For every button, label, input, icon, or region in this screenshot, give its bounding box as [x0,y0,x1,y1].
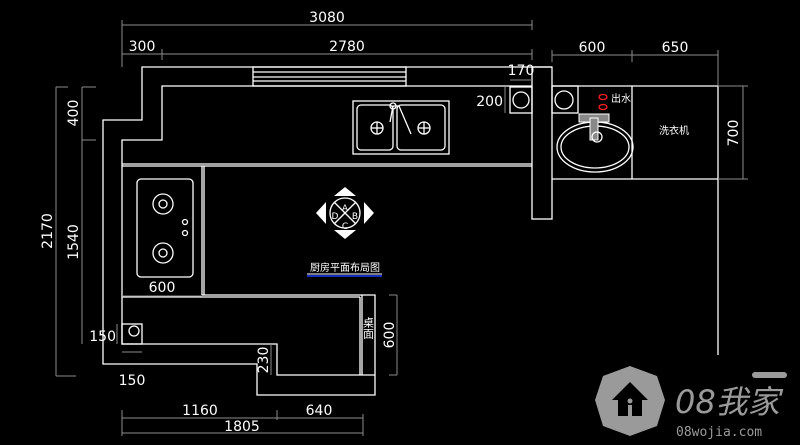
dim-box-width: 170 [508,63,535,79]
svg-text:C: C [342,222,348,232]
kitchen-sink [352,100,450,155]
water-outlet-icon [598,93,608,101]
compass-icon [316,187,374,239]
counters [121,85,579,375]
dim-step: 230 [256,347,272,374]
dim-top-main: 2780 [329,39,365,55]
drawing-title: 厨房平面布局图 [310,261,380,274]
window [252,66,407,87]
dim-left-400: 400 [66,100,82,127]
dim-bottom-offset: 150 [119,373,146,389]
dim-bottom-640: 640 [306,403,333,419]
walls [102,66,719,396]
svg-text:B: B [352,212,358,222]
watermark-brand: 08我家 [675,383,784,421]
dim-bottom-total: 1805 [224,419,260,435]
dim-top-left: 300 [129,39,156,55]
svg-text:A: A [342,204,349,214]
water-outlet-label: 出水 [611,92,631,105]
dimension-lines [55,20,748,436]
small-box [121,323,143,345]
dim-left-total: 2170 [40,213,56,249]
dim-left-1540: 1540 [66,224,82,260]
gas-stove [136,178,194,278]
dim-bottom-1160: 1160 [182,403,218,419]
dim-top-total: 3080 [309,10,345,26]
dim-right-650: 650 [662,40,689,56]
dim-table-depth: 600 [382,322,398,349]
watermark-url: 08wojia.com [676,425,762,440]
dim-small-box: 150 [89,329,116,345]
compass-letters: A B C D [332,204,359,232]
dim-right-600: 600 [579,40,606,56]
wash-basin [556,93,634,173]
dim-box-depth: 200 [476,94,503,110]
wall-pier [531,66,553,220]
dim-stove-width: 600 [149,280,176,296]
box-170 [509,86,533,114]
dim-right-depth: 700 [726,120,742,147]
washing-machine-label: 洗衣机 [659,124,689,137]
svg-text:D: D [332,212,339,222]
watermark-logo: 08我家 08wojia.com [595,366,787,440]
tabletop-label: 桌面 [362,317,375,339]
